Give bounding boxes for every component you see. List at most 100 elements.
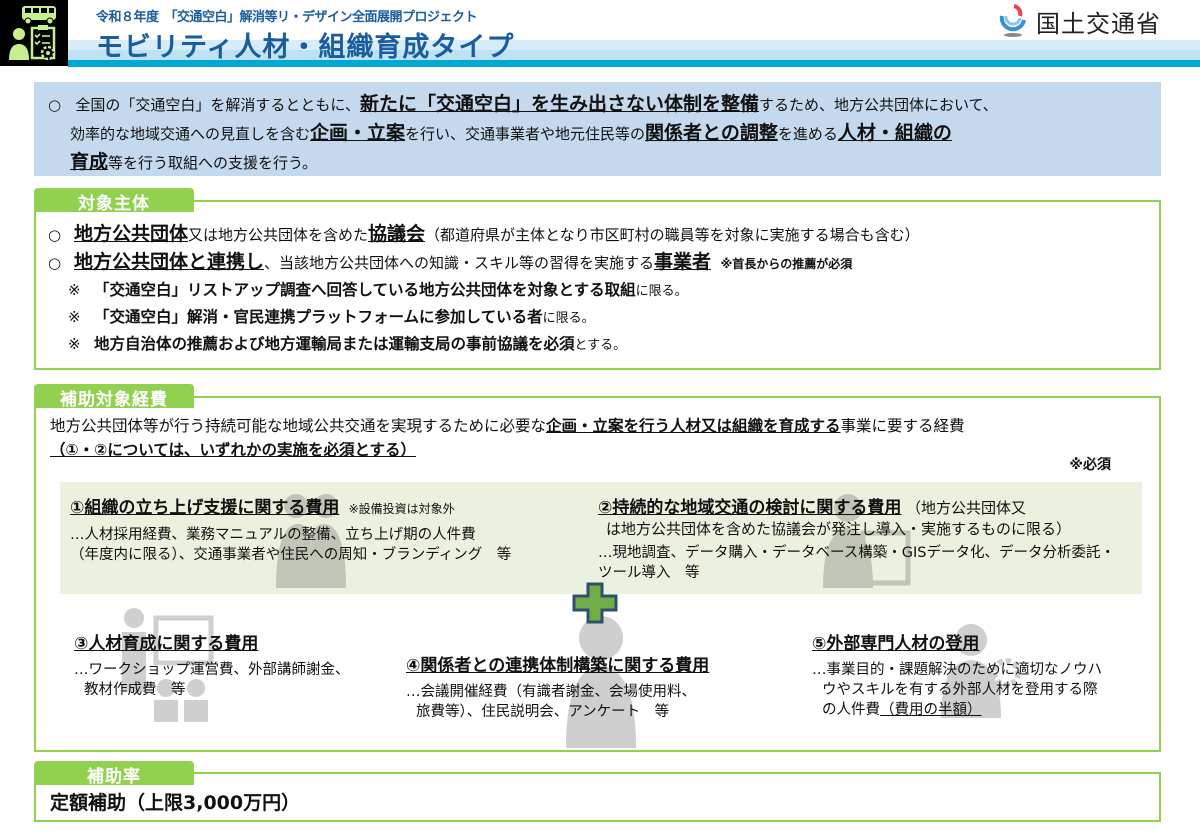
expense-body: …事業目的・課題解決のために適切なノウハウやスキルを有する外部人材を登用する際の… — [812, 660, 1102, 720]
note-mark: ※ — [68, 308, 81, 326]
intro-text: を進める — [777, 125, 838, 143]
expense-body-line: ウやスキルを有する外部人材を登用する際 — [822, 682, 1098, 698]
expense-body-line: …人材採用経費、業務マニュアルの整備、立ち上げ期の人件費 — [70, 527, 476, 543]
expense-title: ④関係者との連携体制構築に関する費用 — [406, 656, 710, 676]
target-lines: ○ 地方公共団体又は地方公共団体を含めた協議会（都道府県が主体となり市区町村の職員… — [48, 220, 920, 357]
target-section: ○ 地方公共団体又は地方公共団体を含めた協議会（都道府県が主体となり市区町村の職員… — [34, 200, 1161, 370]
required-label: ※必須 — [1069, 457, 1111, 473]
target-text: 、当該地方公共団体への知識・スキル等の習得を実施する — [264, 254, 655, 272]
mobility-person-clipboard-icon — [9, 6, 56, 61]
header-icon-box — [0, 0, 68, 66]
target-note: ※首長からの推薦が必須 — [720, 257, 853, 271]
target-emphasis: 地方公共団体 — [74, 223, 189, 245]
expense-body-line: …事業目的・課題解決のために適切なノウハ — [812, 662, 1102, 678]
target-note-line: ※ 地方自治体の推薦および地方運輸局または運輸支局の事前協議を必須とする。 — [48, 330, 920, 357]
desc-text: 地方公共団体等が行う持続可能な地域公共交通を実現するために必要な — [50, 417, 547, 435]
desc-text: 事業に要する経費 — [840, 417, 965, 435]
page-title: モビリティ人材・組織育成タイプ — [96, 32, 515, 63]
note-mark: ※ — [68, 335, 81, 353]
mlit-emblem-icon — [999, 4, 1026, 37]
note-mark: ※ — [68, 281, 81, 299]
plus-icon — [572, 582, 618, 624]
intro-emphasis: 人材・組織の — [837, 122, 952, 144]
expense-half-cost: （費用の半額） — [880, 702, 982, 718]
expense-body-line: …現地調査、データ購入・データベース構築・GISデータ化、データ分析委託・ — [598, 545, 1115, 561]
intro-emphasis: 育成 — [70, 151, 109, 173]
target-note-line: ※ 「交通空白」リストアップ調査へ回答している地方公共団体を対象とする取組に限る。 — [48, 276, 920, 303]
expense-body: …会議開催経費（有識者謝金、会場使用料、旅費等）、住民説明会、アンケート 等 — [406, 682, 709, 722]
expense-title: ⑤外部専門人材の登用 — [812, 634, 980, 654]
note-bold: 「交通空白」解消・官民連携プラットフォームに参加している者 — [94, 308, 543, 326]
analyst-ghost-icon — [823, 494, 911, 588]
bullet: ○ — [48, 96, 62, 114]
required-items-band — [60, 482, 1142, 594]
target-note-line: ※ 「交通空白」解消・官民連携プラットフォームに参加している者に限る。 — [48, 303, 920, 330]
expense-item-1: ①組織の立ち上げ支援に関する費用 ※設備投資は対象外 …人材採用経費、業務マニュ… — [70, 498, 511, 565]
expense-body-line: …会議開催経費（有識者謝金、会場使用料、 — [406, 684, 696, 700]
intro-emphasis: 企画・立案 — [310, 122, 406, 144]
note-bold: 地方自治体の推薦および地方運輸局または運輸支局の事前協議を必須 — [94, 335, 575, 353]
rate-section: 定額補助（上限3,000万円） — [34, 772, 1161, 822]
expense-item-3: ③人材育成に関する費用 …ワークショップ運営費、外部講師謝金、教材作成費 等 — [74, 634, 350, 700]
target-tag: 対象主体 — [34, 188, 194, 214]
intro-text: 等を行う取組への支援を行う。 — [108, 154, 318, 172]
note-text: とする。 — [574, 338, 627, 353]
expense-body-line: …ワークショップ運営費、外部講師謝金、 — [74, 662, 350, 678]
expense-title: ②持続的な地域交通の検討に関する費用 — [598, 498, 902, 518]
intro-line-1: ○ 全国の「交通空白」を解消するとともに、新たに「交通空白」を生み出さない体制を… — [48, 90, 1147, 119]
target-emphasis: 事業者 — [654, 251, 712, 273]
expense-body: …現地調査、データ購入・データベース構築・GISデータ化、データ分析委託・ツール… — [598, 543, 1115, 583]
intro-box: ○ 全国の「交通空白」を解消するとともに、新たに「交通空白」を生み出さない体制を… — [34, 82, 1161, 176]
header-band — [68, 50, 1200, 60]
intro-emphasis: 関係者との調整 — [645, 122, 778, 144]
bullet: ○ — [48, 254, 62, 272]
intro-line-2: 効率的な地域交通への見直しを含む企画・立案を行い、交通事業者や地元住民等の関係者… — [48, 119, 1147, 148]
note-text: に限る。 — [542, 311, 595, 326]
header-band — [68, 40, 1200, 50]
expense-title: ①組織の立ち上げ支援に関する費用 — [70, 498, 340, 518]
expense-body-line: 教材作成費 等 — [84, 682, 186, 698]
expert-ghost-icon — [941, 624, 1021, 718]
logo-text: 国土交通省 — [1036, 9, 1161, 38]
header: 令和８年度 「交通空白」解消等リ・デザイン全面展開プロジェクト モビリティ人材・… — [0, 0, 1200, 67]
people-ghost-icon — [276, 494, 346, 588]
expenses-section: 地方公共団体等が行う持続可能な地域公共交通を実現するために必要な企画・立案を行う… — [34, 396, 1161, 752]
expense-note: （地方公共団体又 — [906, 499, 1027, 517]
expense-body-line: 旅費等）、住民説明会、アンケート 等 — [416, 704, 670, 720]
expense-item-2: ②持続的な地域交通の検討に関する費用 （地方公共団体又 は地方公共団体を含めた協… — [598, 498, 1115, 583]
mlit-logo: 国土交通省 — [998, 4, 1161, 38]
expense-note: は地方公共団体を含めた協議会が発注し導入・実施するものに限る） — [606, 520, 1072, 538]
expense-body-line: ツール導入 等 — [598, 565, 700, 581]
target-text: 又は地方公共団体を含めた — [188, 226, 369, 244]
expenses-requirement: （①・②については、いずれかの実施を必須とする） — [50, 441, 417, 459]
target-line: ○ 地方公共団体又は地方公共団体を含めた協議会（都道府県が主体となり市区町村の職員… — [48, 220, 920, 248]
lecture-ghost-icon — [122, 608, 214, 722]
expense-title: ③人材育成に関する費用 — [74, 634, 259, 654]
target-emphasis: 協議会 — [368, 223, 426, 245]
expenses-description: 地方公共団体等が行う持続可能な地域公共交通を実現するために必要な企画・立案を行う… — [50, 414, 965, 436]
header-subtitle: 令和８年度 「交通空白」解消等リ・デザイン全面展開プロジェクト — [96, 10, 478, 25]
target-emphasis: 地方公共団体と連携し — [74, 251, 265, 273]
note-text: に限る。 — [635, 284, 688, 299]
target-line: ○ 地方公共団体と連携し、当該地方公共団体への知識・スキル等の習得を実施する事業者… — [48, 248, 920, 276]
note-bold: 「交通空白」リストアップ調査へ回答している地方公共団体を対象とする取組 — [94, 281, 636, 299]
expense-item-4: ④関係者との連携体制構築に関する費用 …会議開催経費（有識者謝金、会場使用料、旅… — [406, 656, 709, 722]
meeting-ghost-icon — [566, 616, 636, 748]
target-text: （都道府県が主体となり市区町村の職員等を対象に実施する場合も含む） — [425, 226, 920, 244]
rate-tag: 補助率 — [34, 761, 194, 787]
expense-body: …人材採用経費、業務マニュアルの整備、立ち上げ期の人件費 （年度内に限る）、交通事… — [70, 525, 511, 565]
rate-value: 定額補助（上限3,000万円） — [50, 792, 301, 814]
expense-body: …ワークショップ運営費、外部講師謝金、教材作成費 等 — [74, 660, 350, 700]
intro-text: を行い、交通事業者や地元住民等の — [405, 125, 646, 143]
desc-emphasis: 企画・立案を行う人材又は組織を育成する — [546, 417, 841, 435]
intro-text: 効率的な地域交通への見直しを含む — [70, 125, 311, 143]
header-band-accent — [68, 60, 1200, 67]
expense-body-line: の人件費 — [822, 702, 880, 718]
bullet: ○ — [48, 226, 62, 244]
intro-text: 全国の「交通空白」を解消するとともに、 — [75, 96, 360, 114]
expense-body-line: （年度内に限る）、交通事業者や住民への周知・ブランディング 等 — [70, 547, 512, 563]
intro-line-3: 育成等を行う取組への支援を行う。 — [48, 148, 1147, 177]
expense-item-5: ⑤外部専門人材の登用 …事業目的・課題解決のために適切なノウハウやスキルを有する… — [812, 634, 1102, 720]
intro-text: するため、地方公共団体において、 — [758, 96, 998, 114]
expense-note: ※設備投資は対象外 — [348, 502, 455, 516]
